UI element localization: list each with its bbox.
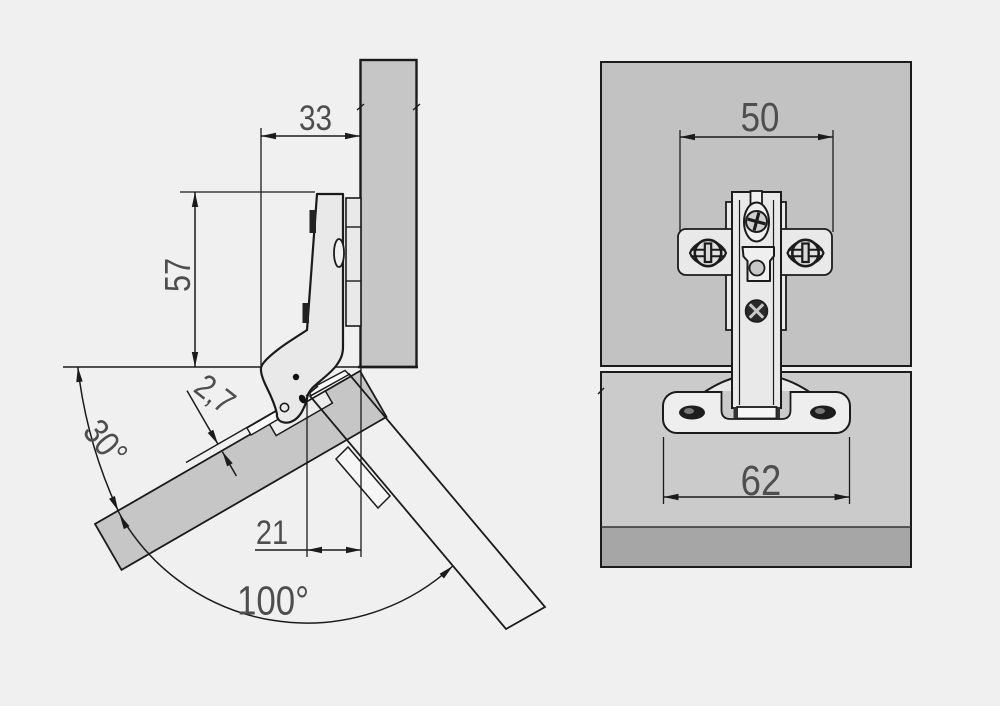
svg-text:57: 57 xyxy=(159,258,199,292)
svg-text:21: 21 xyxy=(256,513,288,552)
svg-text:62: 62 xyxy=(741,457,782,504)
svg-text:100°: 100° xyxy=(237,579,309,624)
svg-text:50: 50 xyxy=(741,95,780,140)
svg-text:33: 33 xyxy=(299,99,332,138)
